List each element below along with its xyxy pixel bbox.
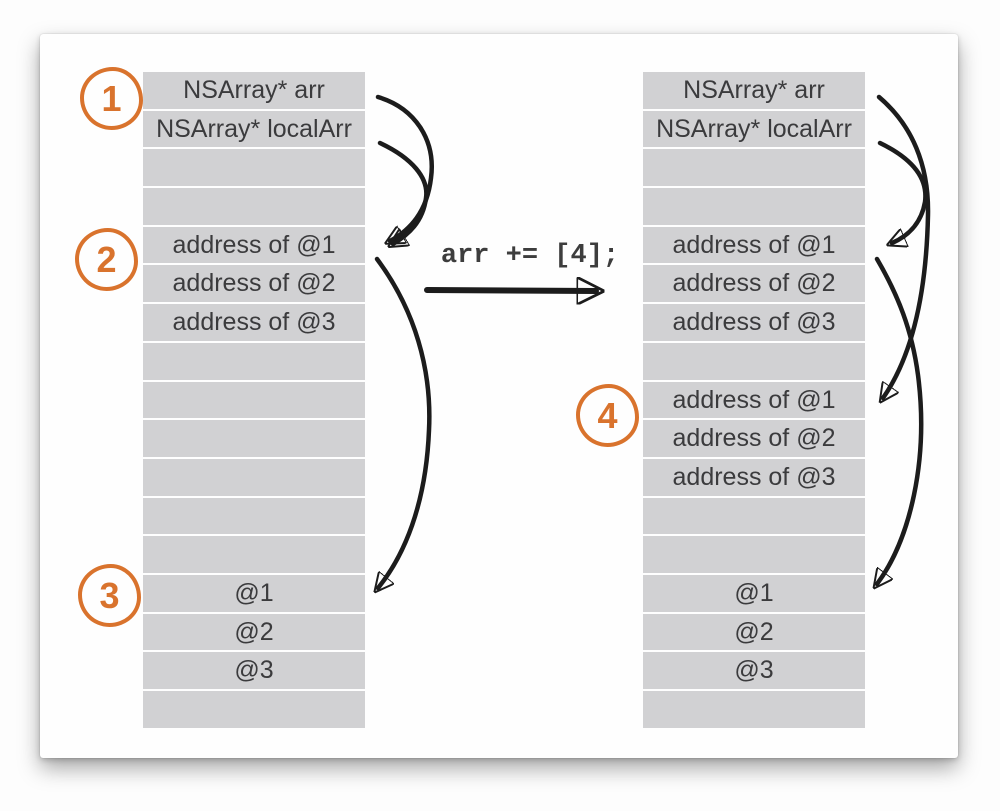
table-row [643, 536, 865, 573]
table-row: @1 [143, 574, 365, 612]
memory-table-after: NSArray* arr NSArray* localArr address o… [643, 72, 865, 730]
table-row [643, 149, 865, 187]
table-row: address of @2 [643, 265, 865, 303]
table-row [143, 149, 365, 187]
table-row: address of @1 [643, 226, 865, 264]
table-row [143, 536, 365, 573]
table-row [643, 691, 865, 728]
step-marker-2: 2 [75, 228, 138, 291]
table-row: @3 [643, 652, 865, 689]
diagram-page: NSArray* arr NSArray* localArr address o… [40, 34, 958, 758]
table-row [643, 342, 865, 380]
step-marker-label: 4 [597, 394, 618, 436]
code-statement-label: arr += [4]; [440, 241, 620, 271]
table-row [143, 420, 365, 457]
table-row: NSArray* arr [643, 72, 865, 109]
step-marker-1: 1 [80, 67, 143, 130]
table-row: NSArray* localArr [143, 110, 365, 148]
table-row: @2 [643, 613, 865, 651]
step-marker-label: 1 [101, 77, 122, 119]
table-row [143, 691, 365, 728]
table-row: @3 [143, 652, 365, 689]
table-row [643, 497, 865, 535]
table-row [143, 497, 365, 535]
step-marker-4: 4 [576, 384, 639, 447]
step-marker-label: 2 [96, 238, 117, 280]
table-row: address of @1 [143, 226, 365, 264]
table-row [643, 188, 865, 225]
table-row: address of @2 [643, 420, 865, 457]
table-row [143, 188, 365, 225]
table-row: address of @2 [143, 265, 365, 303]
table-row [143, 458, 365, 496]
table-row: address of @1 [643, 381, 865, 419]
memory-table-before: NSArray* arr NSArray* localArr address o… [143, 72, 365, 730]
table-row: @1 [643, 574, 865, 612]
table-row: NSArray* localArr [643, 110, 865, 148]
table-row: NSArray* arr [143, 72, 365, 109]
table-row: address of @3 [643, 304, 865, 341]
table-row [143, 381, 365, 419]
table-row [143, 342, 365, 380]
step-marker-label: 3 [99, 574, 120, 616]
table-row: address of @3 [643, 458, 865, 496]
step-marker-3: 3 [78, 564, 141, 627]
table-row: @2 [143, 613, 365, 651]
table-row: address of @3 [143, 304, 365, 341]
